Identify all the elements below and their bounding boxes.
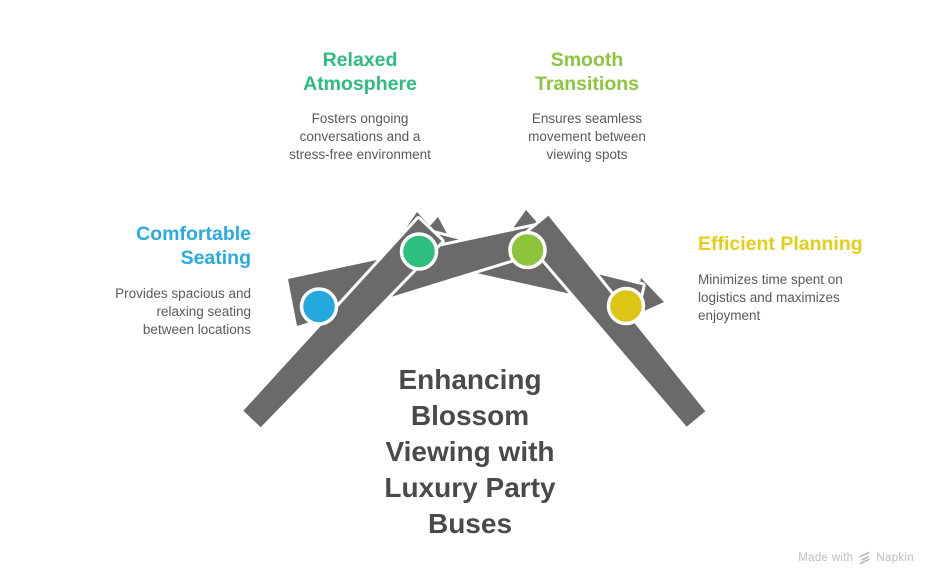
brand-label: Napkin bbox=[876, 552, 914, 564]
feature-comfortable-seating: Comfortable Seating Provides spacious an… bbox=[61, 222, 251, 339]
feature-heading: Efficient Planning bbox=[698, 233, 863, 255]
napkin-logo-icon bbox=[859, 551, 871, 565]
feature-description: Fosters ongoing conversations and a stre… bbox=[289, 111, 431, 162]
feature-description: Ensures seamless movement between viewin… bbox=[528, 111, 646, 162]
feature-efficient-planning: Efficient Planning Minimizes time spent … bbox=[698, 232, 873, 325]
feature-relaxed-atmosphere: Relaxed Atmosphere Fosters ongoing conve… bbox=[250, 48, 470, 164]
milestone-relaxed-atmosphere bbox=[399, 232, 439, 271]
feature-description: Minimizes time spent on logistics and ma… bbox=[698, 272, 843, 323]
feature-heading: Comfortable Seating bbox=[136, 223, 251, 269]
feature-heading: Smooth Transitions bbox=[534, 49, 640, 95]
made-with-label: Made with bbox=[798, 552, 854, 564]
milestone-efficient-planning bbox=[606, 286, 646, 326]
band-steep-up bbox=[240, 216, 445, 431]
milestone-comfortable-seating bbox=[299, 287, 339, 326]
feature-heading: Relaxed Atmosphere bbox=[303, 49, 417, 95]
feature-smooth-transitions: Smooth Transitions Ensures seamless move… bbox=[477, 48, 697, 164]
page-title: Enhancing Blossom Viewing with Luxury Pa… bbox=[384, 364, 556, 539]
milestone-smooth-transitions bbox=[508, 230, 547, 270]
made-with-napkin-credit: Made with Napkin bbox=[798, 551, 914, 565]
feature-description: Provides spacious and relaxing seating b… bbox=[115, 286, 251, 337]
